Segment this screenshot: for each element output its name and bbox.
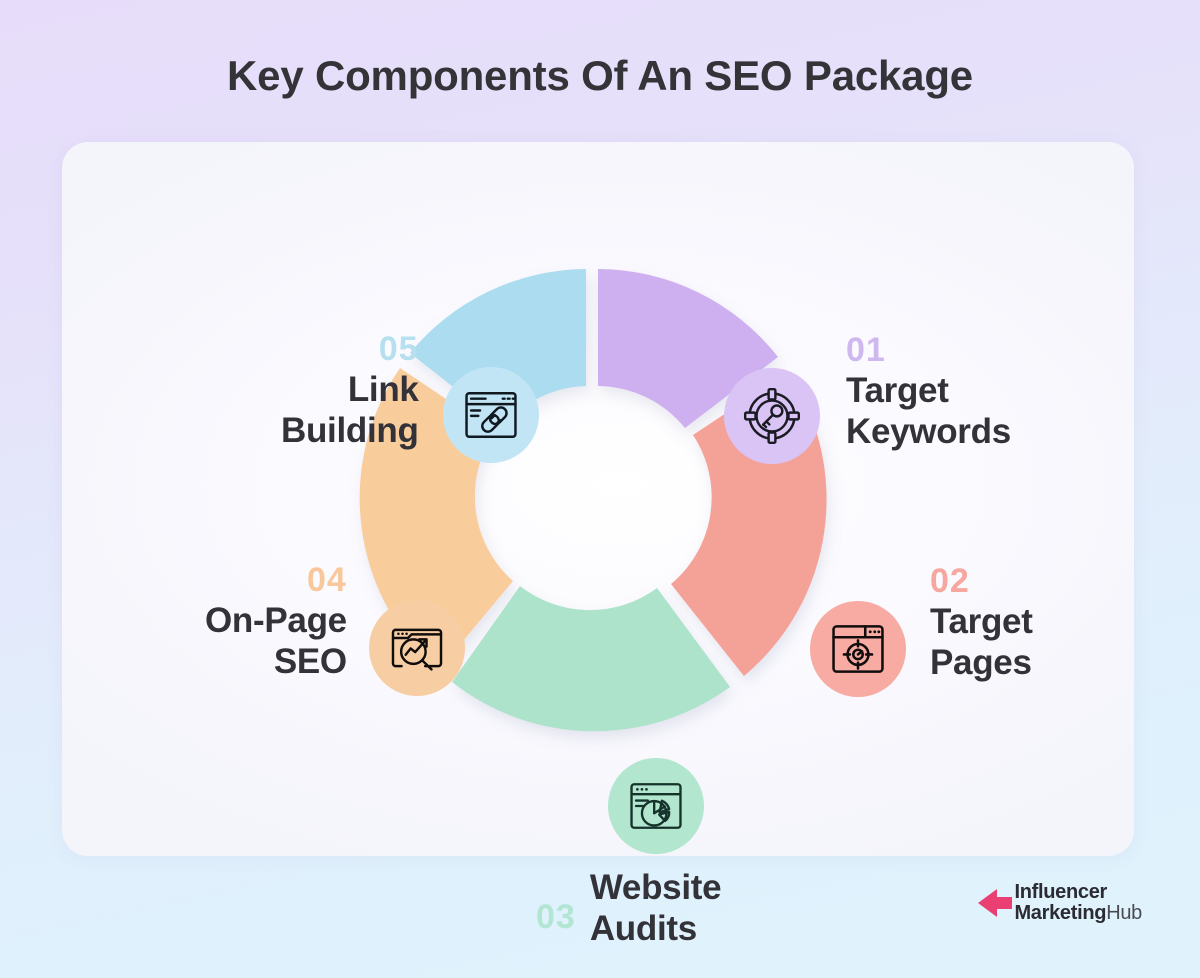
component-label-02: Target Pages — [930, 602, 1033, 682]
link-building-text: 05 Link Building — [281, 332, 419, 451]
component-item-on-page-seo[interactable]: 04 On-Page SEO — [205, 563, 465, 696]
target-pages-text: 02 Target Pages — [930, 564, 1033, 683]
logo-arrow-icon — [978, 888, 1013, 917]
on-page-seo-icon-circle — [368, 600, 465, 696]
component-label-04: On-Page SEO — [205, 601, 347, 681]
brand-logo[interactable]: Influencer MarketingHub — [978, 882, 1142, 923]
component-number-05: 05 — [378, 330, 419, 369]
component-label-05: Link Building — [281, 370, 419, 450]
logo-marketing: Marketing — [1014, 902, 1107, 924]
logo-line-1: Influencer — [1014, 881, 1108, 903]
logo-line-2: MarketingHub — [1014, 903, 1142, 923]
component-number-01: 01 — [846, 331, 886, 370]
component-label-03: Website Audits — [589, 868, 722, 948]
website-audits-icon-circle — [608, 758, 704, 854]
target-pages-icon-circle — [810, 601, 906, 697]
browser-pie-chart-icon — [630, 783, 682, 829]
component-number-02: 02 — [930, 562, 970, 601]
component-item-link-building[interactable]: 05 Link Building — [281, 332, 539, 463]
component-label-01: Target Keywords — [846, 371, 1011, 451]
website-audits-text: 03 Website Audits — [536, 868, 722, 949]
logo-hub: Hub — [1106, 902, 1142, 924]
link-building-icon-circle — [442, 367, 539, 463]
page-title: Key Components Of An SEO Package — [227, 52, 973, 99]
component-number-04: 04 — [307, 561, 347, 600]
component-number-03: 03 — [536, 898, 576, 936]
on-page-seo-text: 04 On-Page SEO — [205, 563, 347, 682]
browser-search-trend-icon — [391, 628, 443, 671]
browser-chain-link-icon — [464, 392, 517, 438]
logo-wordmark: Influencer MarketingHub — [1014, 882, 1142, 923]
component-item-website-audits[interactable]: 03 Website Audits — [536, 758, 722, 949]
target-keywords-text: 01 Target Keywords — [846, 333, 1011, 452]
component-item-target-pages[interactable]: 02 Target Pages — [810, 564, 1033, 697]
target-keywords-icon-circle — [724, 368, 820, 464]
ring-arc-03 — [452, 586, 730, 732]
browser-target-icon — [832, 625, 884, 673]
component-item-target-keywords[interactable]: 01 Target Keywords — [724, 333, 1011, 464]
target-key-icon — [743, 387, 801, 445]
infographic-card: 01 Target Keywords — [62, 142, 1134, 948]
